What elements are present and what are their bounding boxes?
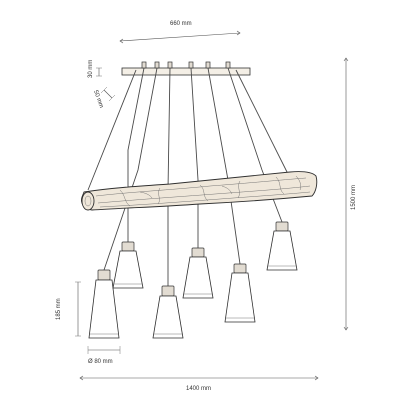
ceiling-canopy xyxy=(121,67,251,76)
beam-knot xyxy=(221,185,233,195)
shade-diameter-dimension: Ø 80 mm xyxy=(87,346,121,365)
cable-fitting xyxy=(205,61,211,69)
canopy-depth-dimension: 50 mm xyxy=(92,86,116,109)
canopy-width-arrow-right xyxy=(236,30,241,36)
lamp-shade-3 xyxy=(152,285,184,339)
lamp-shade-1 xyxy=(88,269,120,339)
total-width-arrow-left xyxy=(79,375,84,381)
beam-grain-line xyxy=(99,191,311,208)
total-height-dimension: 1500 mm xyxy=(343,57,357,331)
beam-crack xyxy=(157,187,161,205)
total-width-arrow-right xyxy=(314,375,319,381)
lamp-shade-5 xyxy=(224,263,256,323)
beam-end-detail-right xyxy=(295,175,302,191)
beam-grain-line xyxy=(97,185,311,204)
suspension-cable-right xyxy=(235,69,291,179)
lamp-cable-5 xyxy=(207,67,241,265)
lamp-shade xyxy=(224,272,256,323)
beam-crack xyxy=(199,184,209,202)
lamp-shade xyxy=(266,230,298,271)
lamp-socket xyxy=(191,247,205,258)
canopy-depth-tick-b xyxy=(108,94,116,102)
lamp-socket xyxy=(121,241,135,252)
cable-fitting xyxy=(225,61,231,69)
lamp-cable-6 xyxy=(227,67,283,223)
cable-fitting xyxy=(141,61,147,69)
canopy-depth-tick-a xyxy=(100,86,108,94)
lamp-shade-2 xyxy=(112,241,144,289)
lamp-shade-6 xyxy=(266,221,298,271)
lamp-shade xyxy=(112,250,144,289)
beam-crack xyxy=(275,176,285,195)
canopy-depth-dimension-line xyxy=(103,89,113,99)
lamp-shade xyxy=(152,295,184,339)
suspension-cables xyxy=(87,69,291,191)
cable-fitting xyxy=(167,61,173,69)
lamp-shade xyxy=(88,279,120,339)
lamp-cable-4 xyxy=(190,67,199,248)
shade-height-label: 185 mm xyxy=(56,298,62,320)
total-width-dimension: 1400 mm xyxy=(79,375,319,392)
canopy-width-dimension-line xyxy=(119,32,241,42)
canopy-width-label: 660 mm xyxy=(170,21,192,27)
cable-fitting xyxy=(154,61,160,69)
lamp-cable-1 xyxy=(103,67,158,271)
canopy-width-arrow-left xyxy=(119,38,124,44)
total-width-label: 1400 mm xyxy=(186,386,211,392)
suspension-cable-left xyxy=(87,69,137,191)
shade-diameter-label: Ø 80 mm xyxy=(88,359,113,365)
canopy-width-dimension: 660 mm xyxy=(119,21,241,44)
beam-crack xyxy=(237,180,241,199)
canopy-height-dimension: 30 mm xyxy=(88,60,102,78)
canopy-depth-label: 50 mm xyxy=(92,90,104,109)
total-height-arrow-bottom xyxy=(343,326,349,331)
shade-height-dimension: 185 mm xyxy=(56,281,81,337)
lamp-socket xyxy=(97,269,111,281)
beam-crack xyxy=(119,189,131,207)
lamp-socket xyxy=(275,221,289,232)
total-height-arrow-top xyxy=(343,57,349,62)
lamp-cable-2 xyxy=(127,67,145,242)
lamp-shade xyxy=(182,256,214,299)
beam-end-grain-left xyxy=(81,191,95,211)
lamp-socket xyxy=(233,263,247,274)
beam-end-ring xyxy=(84,195,92,207)
cable-fitting xyxy=(188,61,194,69)
canopy-cable-fittings xyxy=(141,61,231,69)
beam-knot xyxy=(139,191,153,199)
lamp-socket xyxy=(161,285,175,297)
wooden-beam xyxy=(81,171,318,211)
lamp-cable-3 xyxy=(167,67,171,286)
beam-body xyxy=(81,171,318,211)
beam-grain-line xyxy=(95,177,307,197)
lamp-shade-4 xyxy=(182,247,214,299)
canopy-height-label: 30 mm xyxy=(88,60,94,78)
total-height-label: 1500 mm xyxy=(351,185,357,210)
